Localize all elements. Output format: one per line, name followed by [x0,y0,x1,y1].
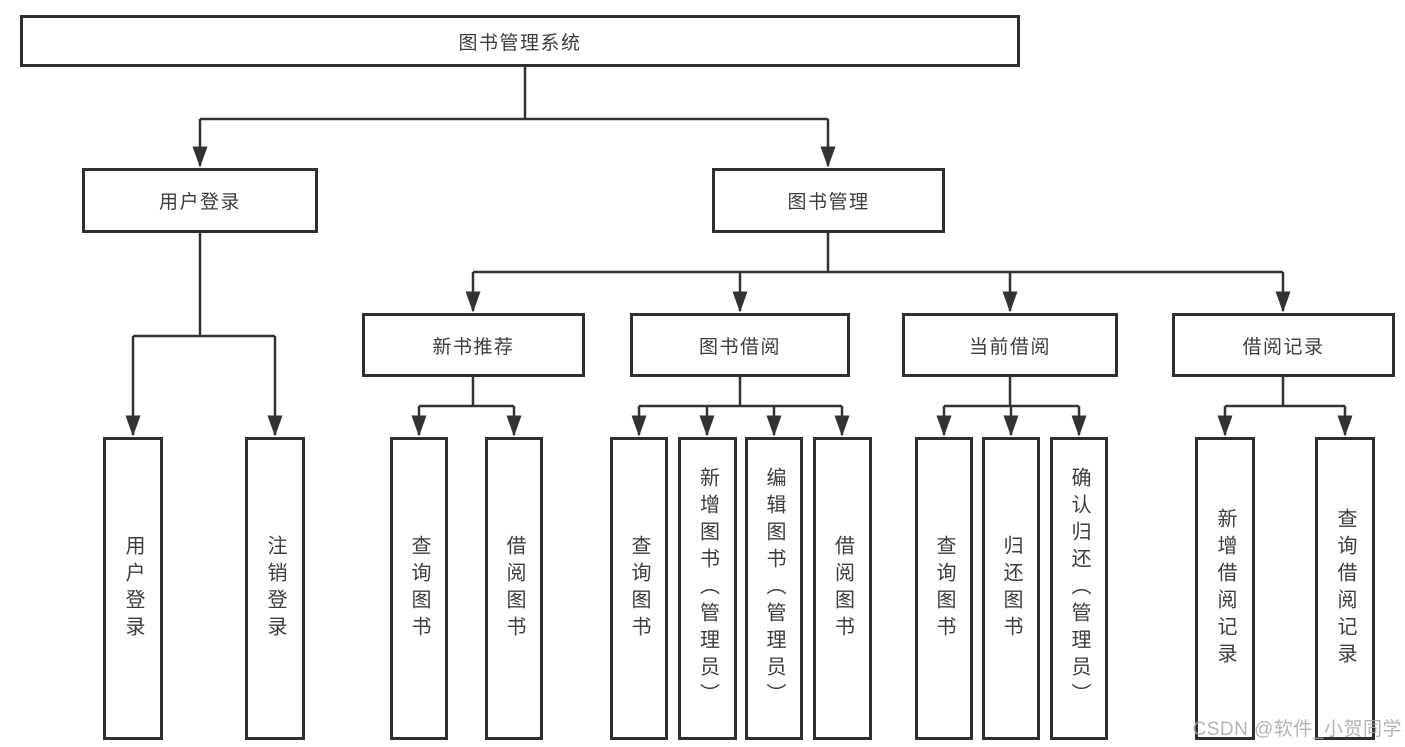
leaf-query-borrow-record-label: 查询借阅记录 [1334,507,1356,670]
node-book-borrowing: 图书借阅 [630,313,850,377]
node-book-borrowing-label: 图书借阅 [698,336,781,358]
node-root-label: 图书管理系统 [458,32,582,54]
leaf-user-login-label: 用户登录 [122,534,144,643]
leaf-add-borrow-record-label: 新增借阅记录 [1214,507,1236,670]
leaf-edit-book-admin-label: 编辑图书（管理员） [763,467,785,710]
leaf-confirm-return-admin: 确认归还（管理员） [1050,437,1108,740]
node-user-login: 用户登录 [82,168,318,233]
node-borrowing-records: 借阅记录 [1172,313,1395,377]
leaf-logout-label: 注销登录 [264,534,286,643]
leaf-query-books-recommend-label: 查询图书 [408,534,430,643]
leaf-query-books-current-label: 查询图书 [933,534,955,643]
node-root: 图书管理系统 [20,15,1020,67]
leaf-logout: 注销登录 [245,437,305,740]
leaf-borrow-books-borrowing: 借阅图书 [813,437,872,740]
leaf-add-borrow-record: 新增借阅记录 [1195,437,1255,740]
node-current-borrowing-label: 当前借阅 [968,336,1051,358]
node-borrowing-records-label: 借阅记录 [1242,336,1325,358]
node-user-login-label: 用户登录 [158,192,241,213]
leaf-add-book-admin-label: 新增图书（管理员） [696,467,719,710]
leaf-query-books-borrowing-label: 查询图书 [628,534,650,643]
leaf-borrow-books-borrowing-label: 借阅图书 [831,534,854,643]
leaf-query-books-borrowing: 查询图书 [610,437,668,740]
leaf-edit-book-admin: 编辑图书（管理员） [745,437,803,740]
leaf-return-book: 归还图书 [982,437,1040,740]
leaf-return-book-label: 归还图书 [1000,534,1022,643]
leaf-query-books-recommend: 查询图书 [390,437,448,740]
leaf-query-books-current: 查询图书 [915,437,973,740]
leaf-borrow-books-recommend-label: 借阅图书 [503,534,525,643]
node-book-management: 图书管理 [712,168,945,233]
csdn-watermark: CSDN @软件_小贺同学 [1192,719,1402,740]
leaf-add-book-admin: 新增图书（管理员） [678,437,737,740]
leaf-query-borrow-record: 查询借阅记录 [1315,437,1375,740]
node-new-book-recommend-label: 新书推荐 [432,336,515,358]
node-new-book-recommend: 新书推荐 [362,313,585,377]
node-current-borrowing: 当前借阅 [902,313,1118,377]
leaf-borrow-books-recommend: 借阅图书 [485,437,543,740]
leaf-confirm-return-admin-label: 确认归还（管理员） [1068,467,1090,710]
node-book-management-label: 图书管理 [787,192,870,213]
leaf-user-login: 用户登录 [103,437,163,740]
